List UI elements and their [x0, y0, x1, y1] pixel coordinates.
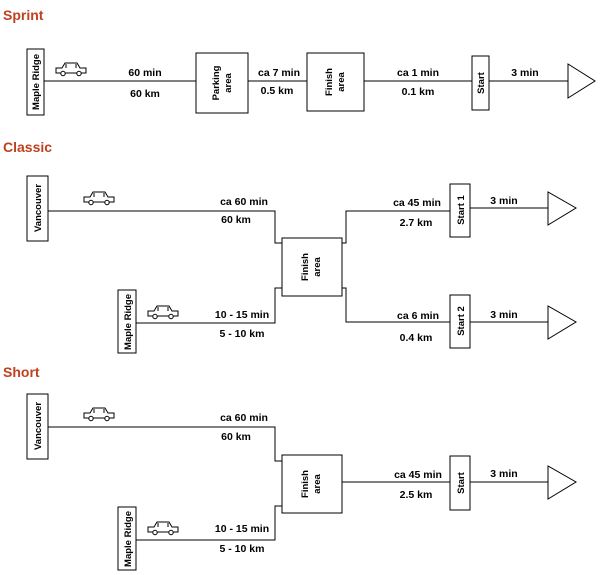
leg-time-label: ca 7 min [258, 67, 300, 79]
origin-box-maple-ridge [117, 506, 137, 571]
walk-time-label: 3 min [490, 468, 517, 480]
route-line [342, 287, 450, 323]
origin-label: Maple Ridge [123, 294, 134, 350]
leg-time-label: ca 60 min [220, 412, 268, 424]
route-line [48, 426, 282, 462]
leg-time-label: ca 60 min [220, 196, 268, 208]
parking-area-box [195, 52, 249, 114]
origin-box-maple-ridge [117, 289, 137, 354]
leg-distance-label: 60 km [221, 214, 251, 226]
triangle-marker-icon [547, 191, 577, 226]
triangle-marker-icon [567, 63, 596, 99]
leg-time-label: ca 45 min [393, 197, 441, 209]
finish-label-line2: area [312, 257, 323, 277]
car-icon [83, 191, 115, 206]
start-1-box [449, 183, 471, 238]
route-line [342, 210, 450, 244]
leg-distance-label: 2.5 km [400, 489, 433, 501]
finish-area-box [281, 237, 343, 297]
start-label: Start [456, 471, 467, 493]
route-line [136, 287, 282, 324]
leg-time-label: 10 - 15 min [215, 523, 269, 535]
finish-area-box [281, 454, 343, 514]
leg-time-label: 60 min [128, 67, 161, 79]
section-title-classic: Classic [3, 139, 52, 155]
origin-box-vancouver [26, 175, 49, 242]
finish-label-line1: Finish [300, 253, 311, 281]
walk-time-label: 3 min [490, 195, 517, 207]
car-icon [147, 521, 179, 536]
leg-distance-label: 5 - 10 km [220, 328, 265, 340]
route-line [136, 505, 282, 541]
start-1-label: Start 1 [456, 195, 467, 225]
origin-box-maple-ridge [26, 48, 45, 116]
leg-time-label: ca 1 min [397, 67, 439, 79]
parking-label-line1: Parking [211, 65, 222, 100]
leg-distance-label: 60 km [130, 88, 160, 100]
walk-time-label: 3 min [490, 309, 517, 321]
origin-label: Vancouver [33, 402, 44, 450]
leg-distance-label: 60 km [221, 431, 251, 443]
triangle-marker-icon [547, 305, 577, 340]
leg-distance-label: 5 - 10 km [220, 543, 265, 555]
parking-label-line2: area [223, 73, 234, 93]
route-line [48, 210, 282, 244]
leg-time-label: ca 45 min [394, 469, 442, 481]
origin-label: Maple Ridge [123, 511, 134, 567]
finish-label-line1: Finish [300, 470, 311, 498]
leg-distance-label: 2.7 km [400, 217, 433, 229]
start-2-label: Start 2 [456, 306, 467, 336]
leg-time-label: 10 - 15 min [215, 309, 269, 321]
start-box [471, 55, 490, 111]
section-title-sprint: Sprint [3, 7, 44, 23]
walk-time-label: 3 min [511, 67, 538, 79]
car-icon [83, 407, 115, 422]
car-icon [55, 62, 87, 77]
triangle-marker-icon [547, 465, 577, 500]
car-icon [147, 305, 179, 320]
origin-label: Maple Ridge [31, 54, 42, 110]
section-title-short: Short [3, 364, 40, 380]
origin-label: Vancouver [33, 184, 44, 232]
finish-area-box [306, 52, 365, 112]
start-label: Start [476, 71, 487, 93]
finish-label-line1: Finish [324, 68, 335, 96]
leg-distance-label: 0.4 km [400, 332, 433, 344]
finish-label-line2: area [312, 474, 323, 494]
start-box [449, 455, 471, 511]
leg-time-label: ca 6 min [397, 310, 439, 322]
leg-distance-label: 0.1 km [402, 86, 435, 98]
leg-distance-label: 0.5 km [261, 85, 294, 97]
finish-label-line2: area [336, 72, 347, 92]
